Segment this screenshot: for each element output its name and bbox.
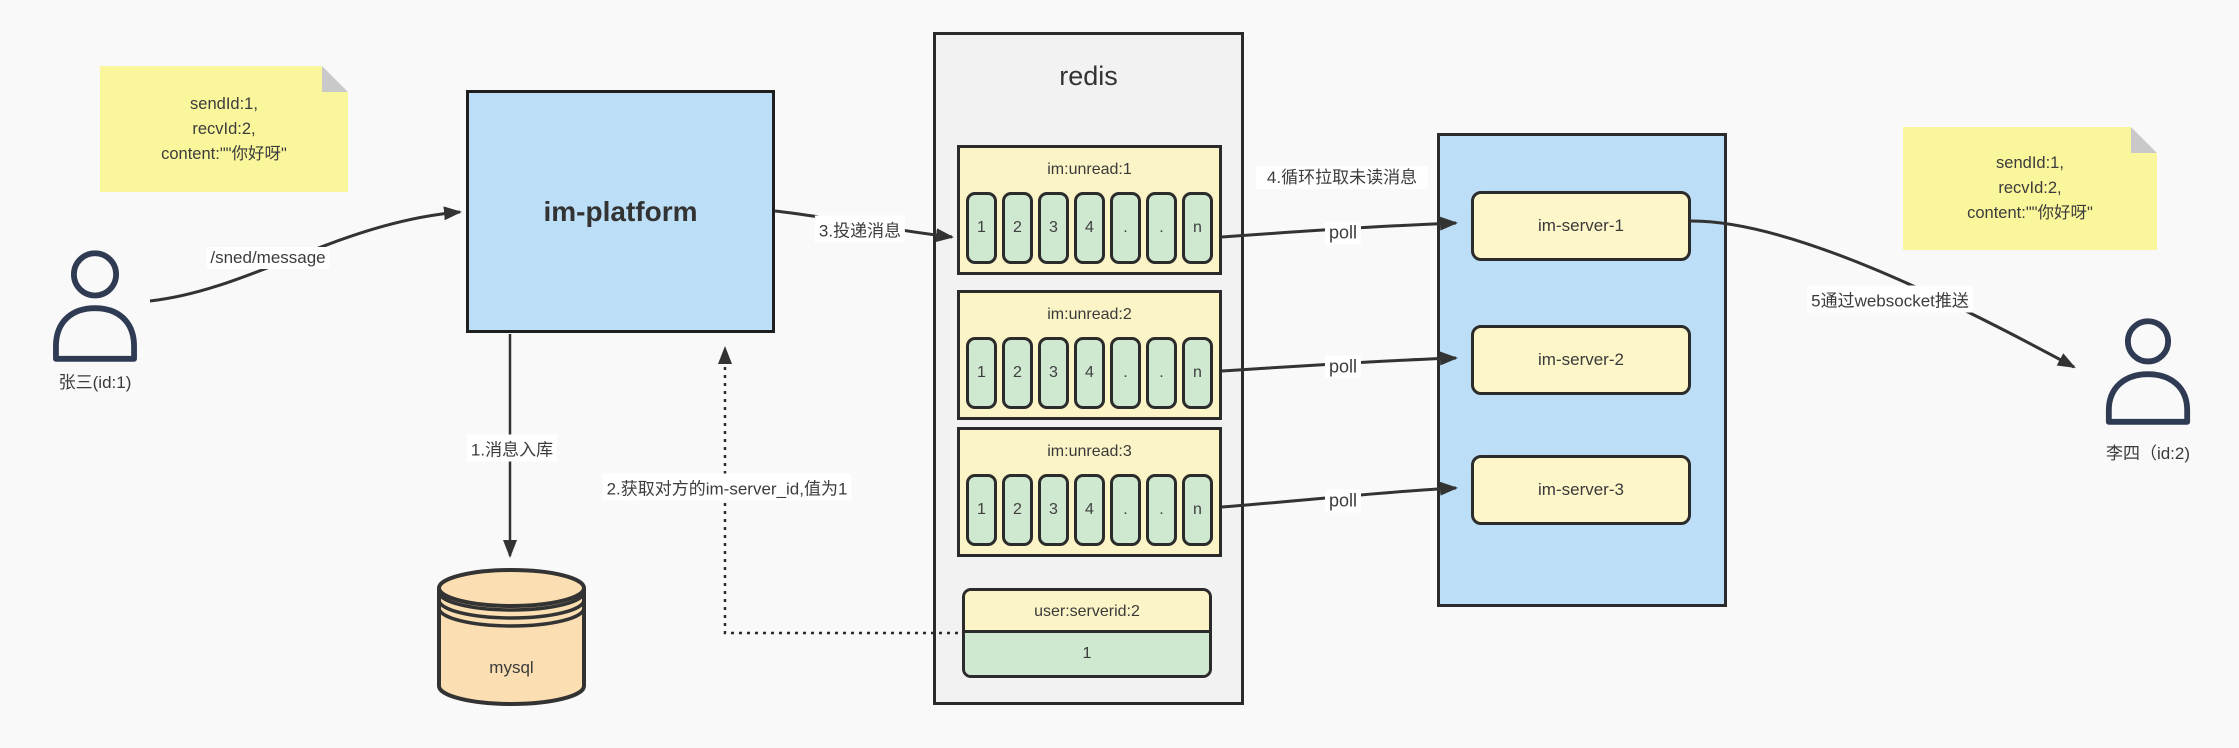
actor-sender: 张三(id:1) (25, 248, 165, 393)
mysql-label: mysql (489, 658, 534, 677)
mysql-database: mysql (435, 566, 588, 710)
im-platform-label: im-platform (543, 195, 698, 227)
queue-key-label: im:unread:2 (1047, 306, 1132, 323)
send-endpoint-label: /sned/message (206, 247, 330, 269)
queue-cell: . (1110, 192, 1141, 264)
queue-key-label: im:unread:1 (1047, 161, 1132, 178)
step3-label: 3.投递消息 (814, 215, 906, 243)
user-icon-receiver (2105, 318, 2191, 425)
redis-user-serverid-box: user:serverid:2 1 (962, 588, 1212, 678)
queue-cell: n (1182, 337, 1213, 409)
serverid-key-label: user:serverid:2 (965, 591, 1209, 633)
redis-queue-unread-1: im:unread:1 1 2 3 4 . . n (957, 145, 1222, 275)
redis-queue-unread-3: im:unread:3 1 2 3 4 . . n (957, 427, 1222, 557)
sticky-note-line: recvId:2, (192, 119, 256, 138)
sticky-note-line: content:""你好呀" (161, 144, 287, 163)
poll-label-3: poll (1324, 489, 1362, 513)
queue-cell: 3 (1038, 192, 1069, 264)
sticky-note-line: recvId:2, (1998, 179, 2062, 197)
database-cylinder-icon (437, 568, 586, 706)
queue-cell: n (1182, 474, 1213, 546)
sticky-note-right: sendId:1, recvId:2, content:""你好呀" (1903, 127, 2157, 250)
sender-name-label: 张三(id:1) (58, 373, 132, 392)
queue-cell: 4 (1074, 337, 1105, 409)
queue-cell: 1 (966, 474, 997, 546)
queue-cell: . (1146, 474, 1177, 546)
queue-cell: 4 (1074, 474, 1105, 546)
im-platform-box: im-platform (466, 90, 775, 333)
queue-cell: 1 (966, 192, 997, 264)
queue-cell: . (1146, 192, 1177, 264)
poll-label-2: poll (1324, 355, 1362, 379)
user-icon-sender (53, 250, 137, 362)
queue-cell: . (1146, 337, 1177, 409)
queue-key-label: im:unread:3 (1047, 443, 1132, 460)
queue-cells: 1 2 3 4 . . n (960, 474, 1219, 554)
queue-cell: 3 (1038, 474, 1069, 546)
im-server-panel: im-server-1 im-server-2 im-server-3 (1437, 133, 1727, 607)
serverid-value: 1 (965, 633, 1209, 675)
sticky-note-line: content:""你好呀" (1967, 204, 2093, 222)
receiver-name-label: 李四（id:2) (2105, 444, 2191, 463)
queue-cell: 4 (1074, 192, 1105, 264)
actor-receiver: 李四（id:2) (2078, 317, 2218, 464)
step1-label: 1.消息入库 (466, 434, 558, 462)
step5-label: 5通过websocket推送 (1807, 285, 1973, 313)
sticky-note-line: sendId:1, (190, 94, 258, 113)
queue-cells: 1 2 3 4 . . n (960, 192, 1219, 272)
queue-cell: . (1110, 337, 1141, 409)
sticky-note-line: sendId:1, (1996, 154, 2064, 172)
queue-cells: 1 2 3 4 . . n (960, 337, 1219, 417)
poll-label-1: poll (1324, 221, 1362, 245)
im-server-1-box: im-server-1 (1471, 191, 1691, 261)
queue-cell: 1 (966, 337, 997, 409)
queue-cell: 2 (1002, 192, 1033, 264)
queue-cell: n (1182, 192, 1213, 264)
im-server-3-box: im-server-3 (1471, 455, 1691, 525)
queue-cell: 3 (1038, 337, 1069, 409)
step4-label: 4.循环拉取未读消息 (1256, 166, 1428, 189)
sticky-note-left: sendId:1, recvId:2, content:""你好呀" (100, 66, 348, 192)
queue-cell: . (1110, 474, 1141, 546)
redis-title: redis (1059, 61, 1118, 91)
queue-cell: 2 (1002, 337, 1033, 409)
im-server-2-box: im-server-2 (1471, 325, 1691, 395)
step2-label: 2.获取对方的im-server_id,值为1 (602, 473, 852, 501)
redis-queue-unread-2: im:unread:2 1 2 3 4 . . n (957, 290, 1222, 420)
queue-cell: 2 (1002, 474, 1033, 546)
